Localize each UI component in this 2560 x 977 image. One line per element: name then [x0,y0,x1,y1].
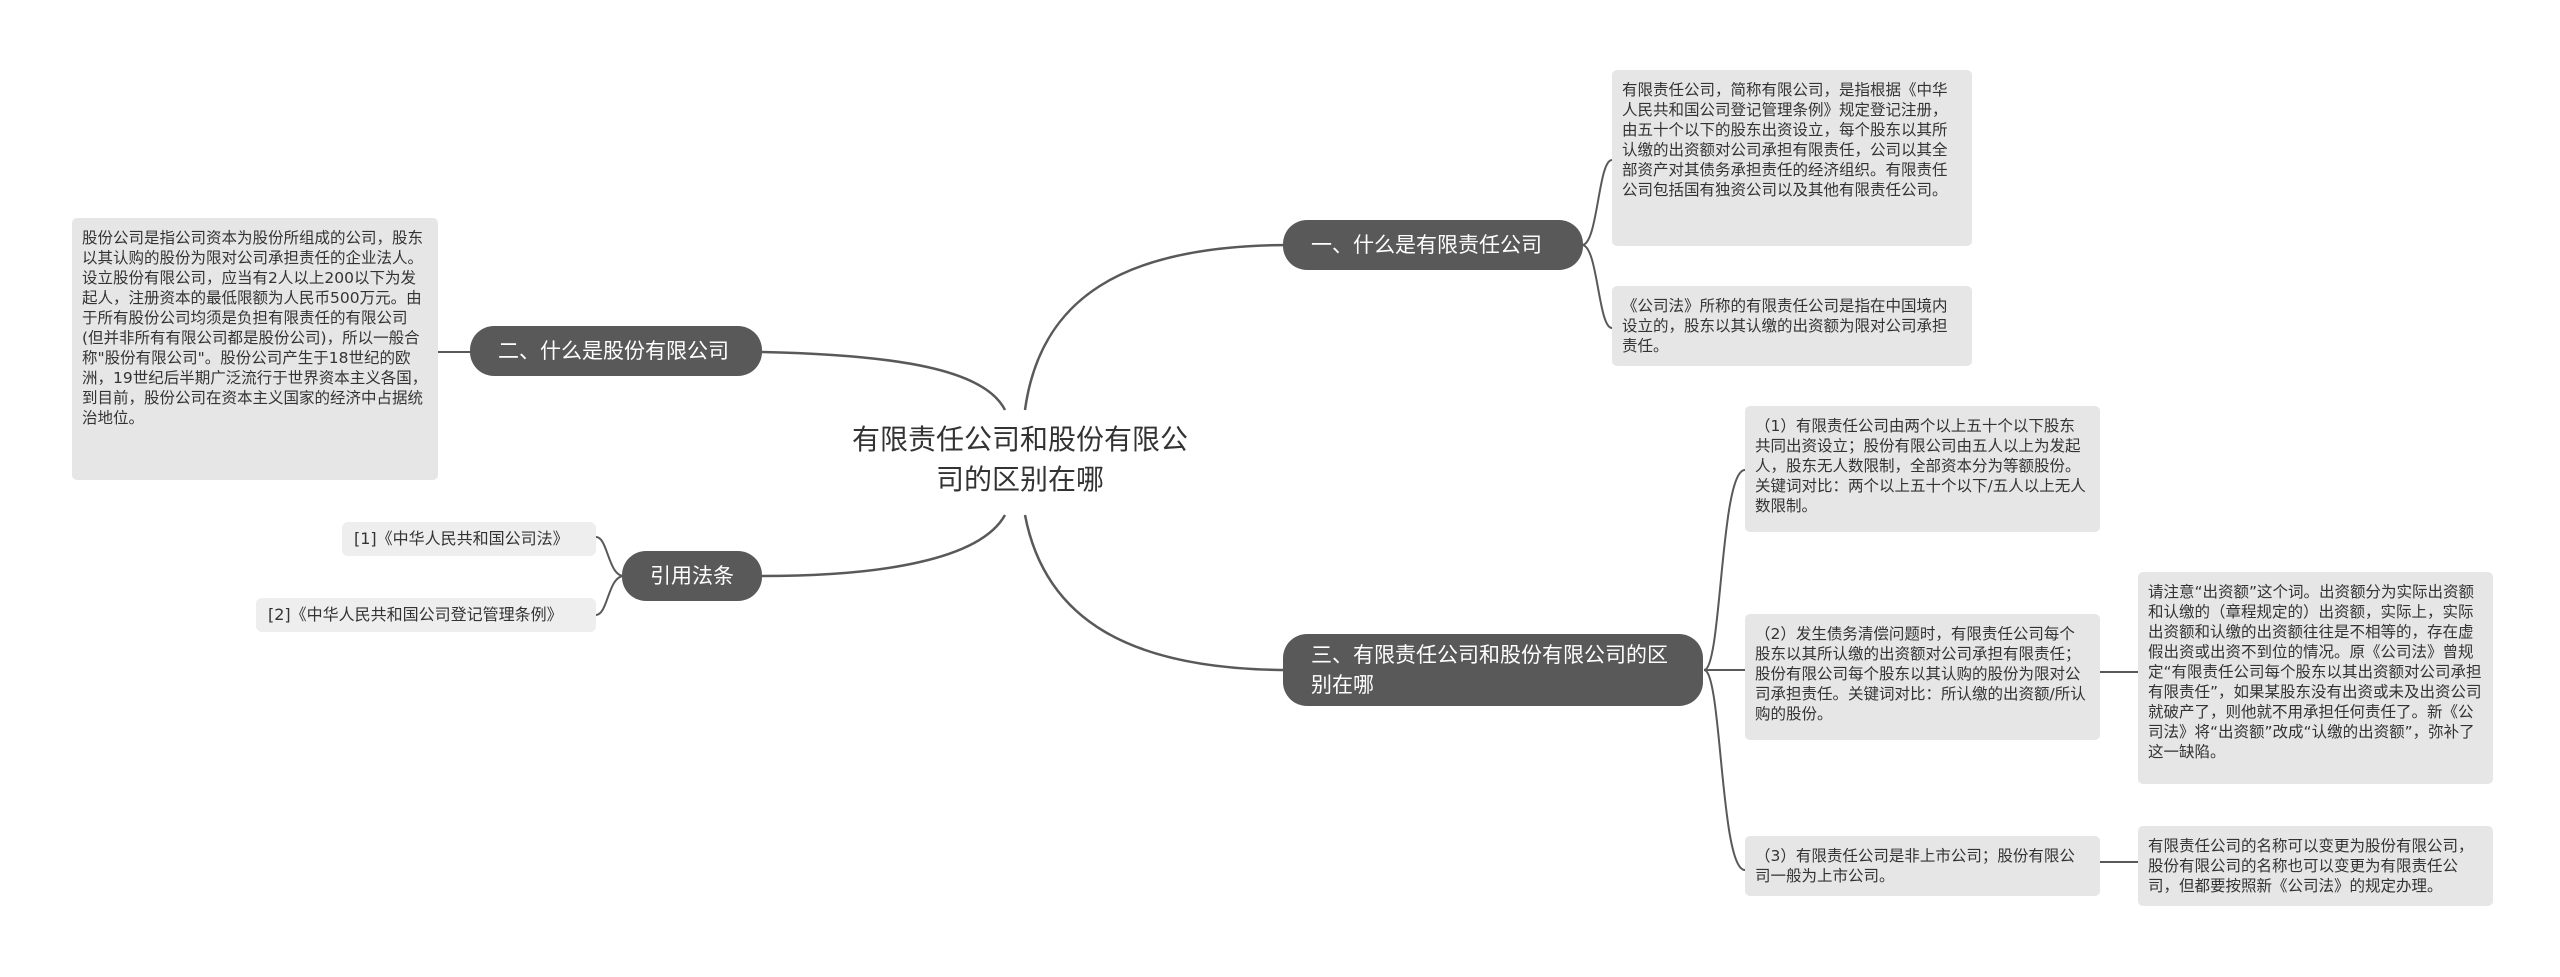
link-branch3-leaf3 [1703,669,1746,871]
leaf-text: 有限责任公司的名称可以变更为股份有限公司，股份有限公司的名称也可以变更为有限责任… [2148,837,2474,895]
link-root-branch3 [1023,514,1291,672]
ref-company-law[interactable]: [1]《中华人民共和国公司法》 [342,522,596,556]
leaf-llc-definition[interactable]: 有限责任公司，简称有限公司，是指根据《中华人民共和国公司登记管理条例》规定登记注… [1612,70,1972,246]
leaf-text: 《公司法》所称的有限责任公司是指在中国境内设立的，股东以其认缴的出资额为限对公司… [1622,297,1948,355]
link-branch4-ref1 [595,536,625,577]
branch-label: 三、有限责任公司和股份有限公司的区别在哪 [1311,643,1668,697]
leaf-text: （1）有限责任公司由两个以上五十个以下股东共同出资设立；股份有限公司由五人以上为… [1755,417,2086,515]
link-branch4-ref2 [595,575,625,616]
branch-label: 一、什么是有限责任公司 [1311,233,1542,257]
branch-what-is-llc[interactable]: 一、什么是有限责任公司 [1283,220,1583,270]
link-branch1-leaf2 [1581,244,1613,329]
branch-label: 引用法条 [650,564,734,588]
link-root-branch4 [761,514,1007,578]
branch-label: 二、什么是股份有限公司 [498,339,729,363]
branch-differences[interactable]: 三、有限责任公司和股份有限公司的区别在哪 [1283,634,1703,706]
ref-text: [2]《中华人民共和国公司登记管理条例》 [268,605,563,624]
ref-registration-regulations[interactable]: [2]《中华人民共和国公司登记管理条例》 [256,598,596,632]
leaf-difference-shareholders[interactable]: （1）有限责任公司由两个以上五十个以下股东共同出资设立；股份有限公司由五人以上为… [1745,406,2100,532]
leaf-joint-stock-definition[interactable]: 股份公司是指公司资本为股份所组成的公司，股东以其认购的股份为限对公司承担责任的企… [72,218,438,480]
link-branch3-leaf1 [1703,469,1746,671]
link-branch1-leaf1 [1581,159,1613,246]
leaf-text: 股份公司是指公司资本为股份所组成的公司，股东以其认购的股份为限对公司承担责任的企… [82,229,428,427]
branch-cited-laws[interactable]: 引用法条 [622,551,762,601]
leaf-llc-company-law[interactable]: 《公司法》所称的有限责任公司是指在中国境内设立的，股东以其认缴的出资额为限对公司… [1612,286,1972,366]
root-topic[interactable]: 有限责任公司和股份有限公司的区别在哪 [851,423,1188,496]
ref-text: [1]《中华人民共和国公司法》 [354,529,569,548]
leaf-text: （2）发生债务清偿问题时，有限责任公司每个股东以其所认缴的出资额对公司承担有限责… [1755,625,2086,723]
link-root-branch1 [1023,243,1291,411]
leaf-difference-listing[interactable]: （3）有限责任公司是非上市公司；股份有限公司一般为上市公司。 [1745,836,2100,896]
note-name-change[interactable]: 有限责任公司的名称可以变更为股份有限公司，股份有限公司的名称也可以变更为有限责任… [2138,826,2493,906]
leaf-text: 有限责任公司，简称有限公司，是指根据《中华人民共和国公司登记管理条例》规定登记注… [1622,81,1948,199]
branch-what-is-joint-stock[interactable]: 二、什么是股份有限公司 [470,326,762,376]
leaf-difference-liability[interactable]: （2）发生债务清偿问题时，有限责任公司每个股东以其所认缴的出资额对公司承担有限责… [1745,614,2100,740]
leaf-text: （3）有限责任公司是非上市公司；股份有限公司一般为上市公司。 [1755,847,2075,885]
link-root-branch2 [761,350,1007,411]
note-capital-contribution[interactable]: 请注意“出资额”这个词。出资额分为实际出资额和认缴的（章程规定的）出资额，实际上… [2138,572,2493,784]
leaf-text: 请注意“出资额”这个词。出资额分为实际出资额和认缴的（章程规定的）出资额，实际上… [2148,583,2482,761]
